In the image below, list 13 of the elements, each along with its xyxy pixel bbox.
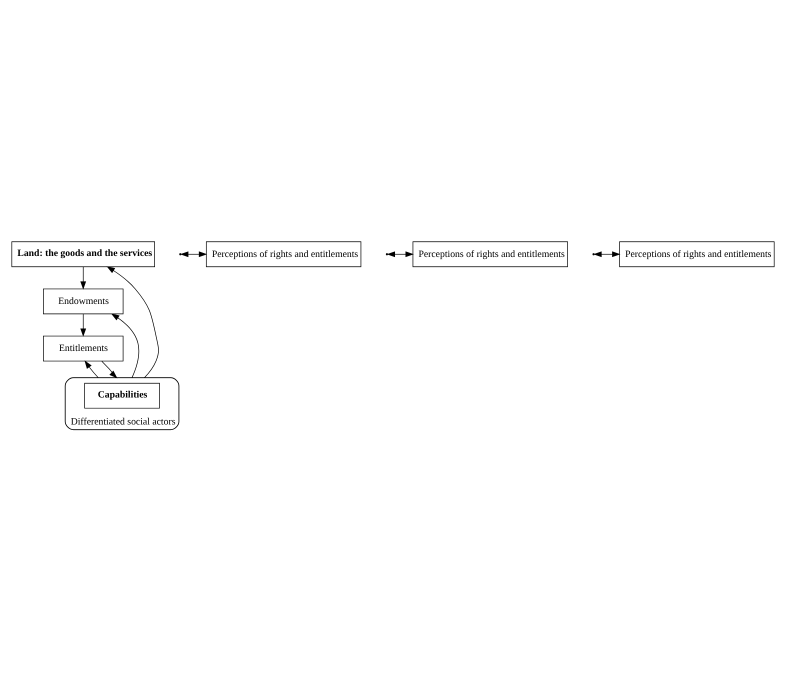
node-box: Perceptions of rights and entitlements (412, 241, 568, 268)
arrow (80, 266, 86, 290)
arrow (84, 360, 99, 378)
node-box: Endowments (43, 288, 124, 314)
node-box: Capabilities (84, 382, 160, 409)
arrow (106, 266, 159, 378)
node-box: Perceptions of rights and entitlements (206, 241, 362, 268)
node-box: Land: the goods and the services (11, 241, 155, 268)
arrow (111, 313, 140, 378)
node-box: Perceptions of rights and entitlements (619, 241, 775, 268)
arrow (80, 314, 86, 337)
arrow (101, 360, 118, 378)
node-box: Entitlements (43, 336, 124, 362)
